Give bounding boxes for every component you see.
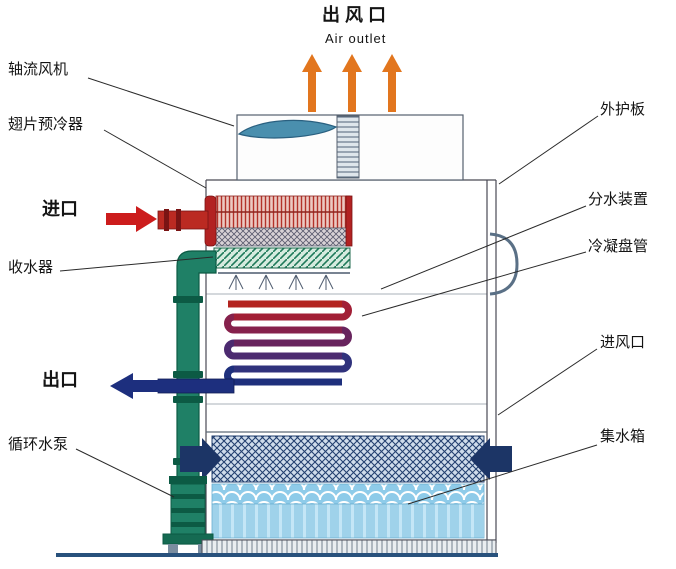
pipe-flanges — [173, 371, 203, 403]
fan-hub — [336, 115, 360, 179]
label-air-inlet: 进风口 — [600, 334, 646, 351]
air-in-arrow-right-icon — [470, 438, 512, 480]
label-condensing-coil: 冷凝盘管 — [588, 238, 649, 255]
water-surface — [211, 483, 485, 505]
label-water-distributor: 分水装置 — [588, 191, 649, 208]
label-circulating-pump: 循环水泵 — [8, 436, 69, 453]
air-out-arrow-1-icon — [302, 54, 322, 112]
label-fin-precooler: 翅片预冷器 — [8, 116, 84, 133]
air-in-arrow-left-icon — [180, 438, 222, 480]
fan-housing — [236, 114, 464, 181]
outlet-pipe — [110, 373, 235, 399]
label-outer-panel: 外护板 — [600, 101, 646, 118]
drift-eliminator — [213, 247, 351, 269]
label-water-collector: 收水器 — [8, 259, 54, 276]
ground-line — [56, 553, 498, 557]
label-outlet: 出口 — [42, 370, 78, 390]
label-inlet: 进口 — [42, 199, 78, 219]
outlet-arrow-icon — [110, 373, 163, 399]
label-air-outlet-en: Air outlet — [325, 31, 387, 46]
air-outlet-arrows — [302, 54, 402, 112]
air-inlet-arrows — [180, 438, 512, 480]
air-out-arrow-2-icon — [342, 54, 362, 112]
fill-media — [211, 435, 485, 483]
inlet-pipe — [157, 210, 209, 230]
inlet-arrow-icon — [106, 206, 157, 232]
base — [56, 539, 498, 557]
air-out-arrow-3-icon — [382, 54, 402, 112]
label-air-outlet-cn: 出风口 — [322, 5, 391, 25]
fin-precooler-coil — [157, 195, 353, 247]
coil-end-cap-right — [345, 195, 353, 247]
condensing-coil — [224, 300, 352, 386]
side-handle — [489, 232, 519, 296]
label-water-tank: 集水箱 — [600, 428, 646, 445]
water-tank — [211, 435, 485, 539]
label-axial-fan: 轴流风机 — [8, 61, 69, 78]
water-body — [211, 503, 485, 539]
leader-lines — [59, 77, 599, 505]
axial-fan-blade — [237, 119, 338, 139]
spray-distributor — [218, 272, 350, 290]
